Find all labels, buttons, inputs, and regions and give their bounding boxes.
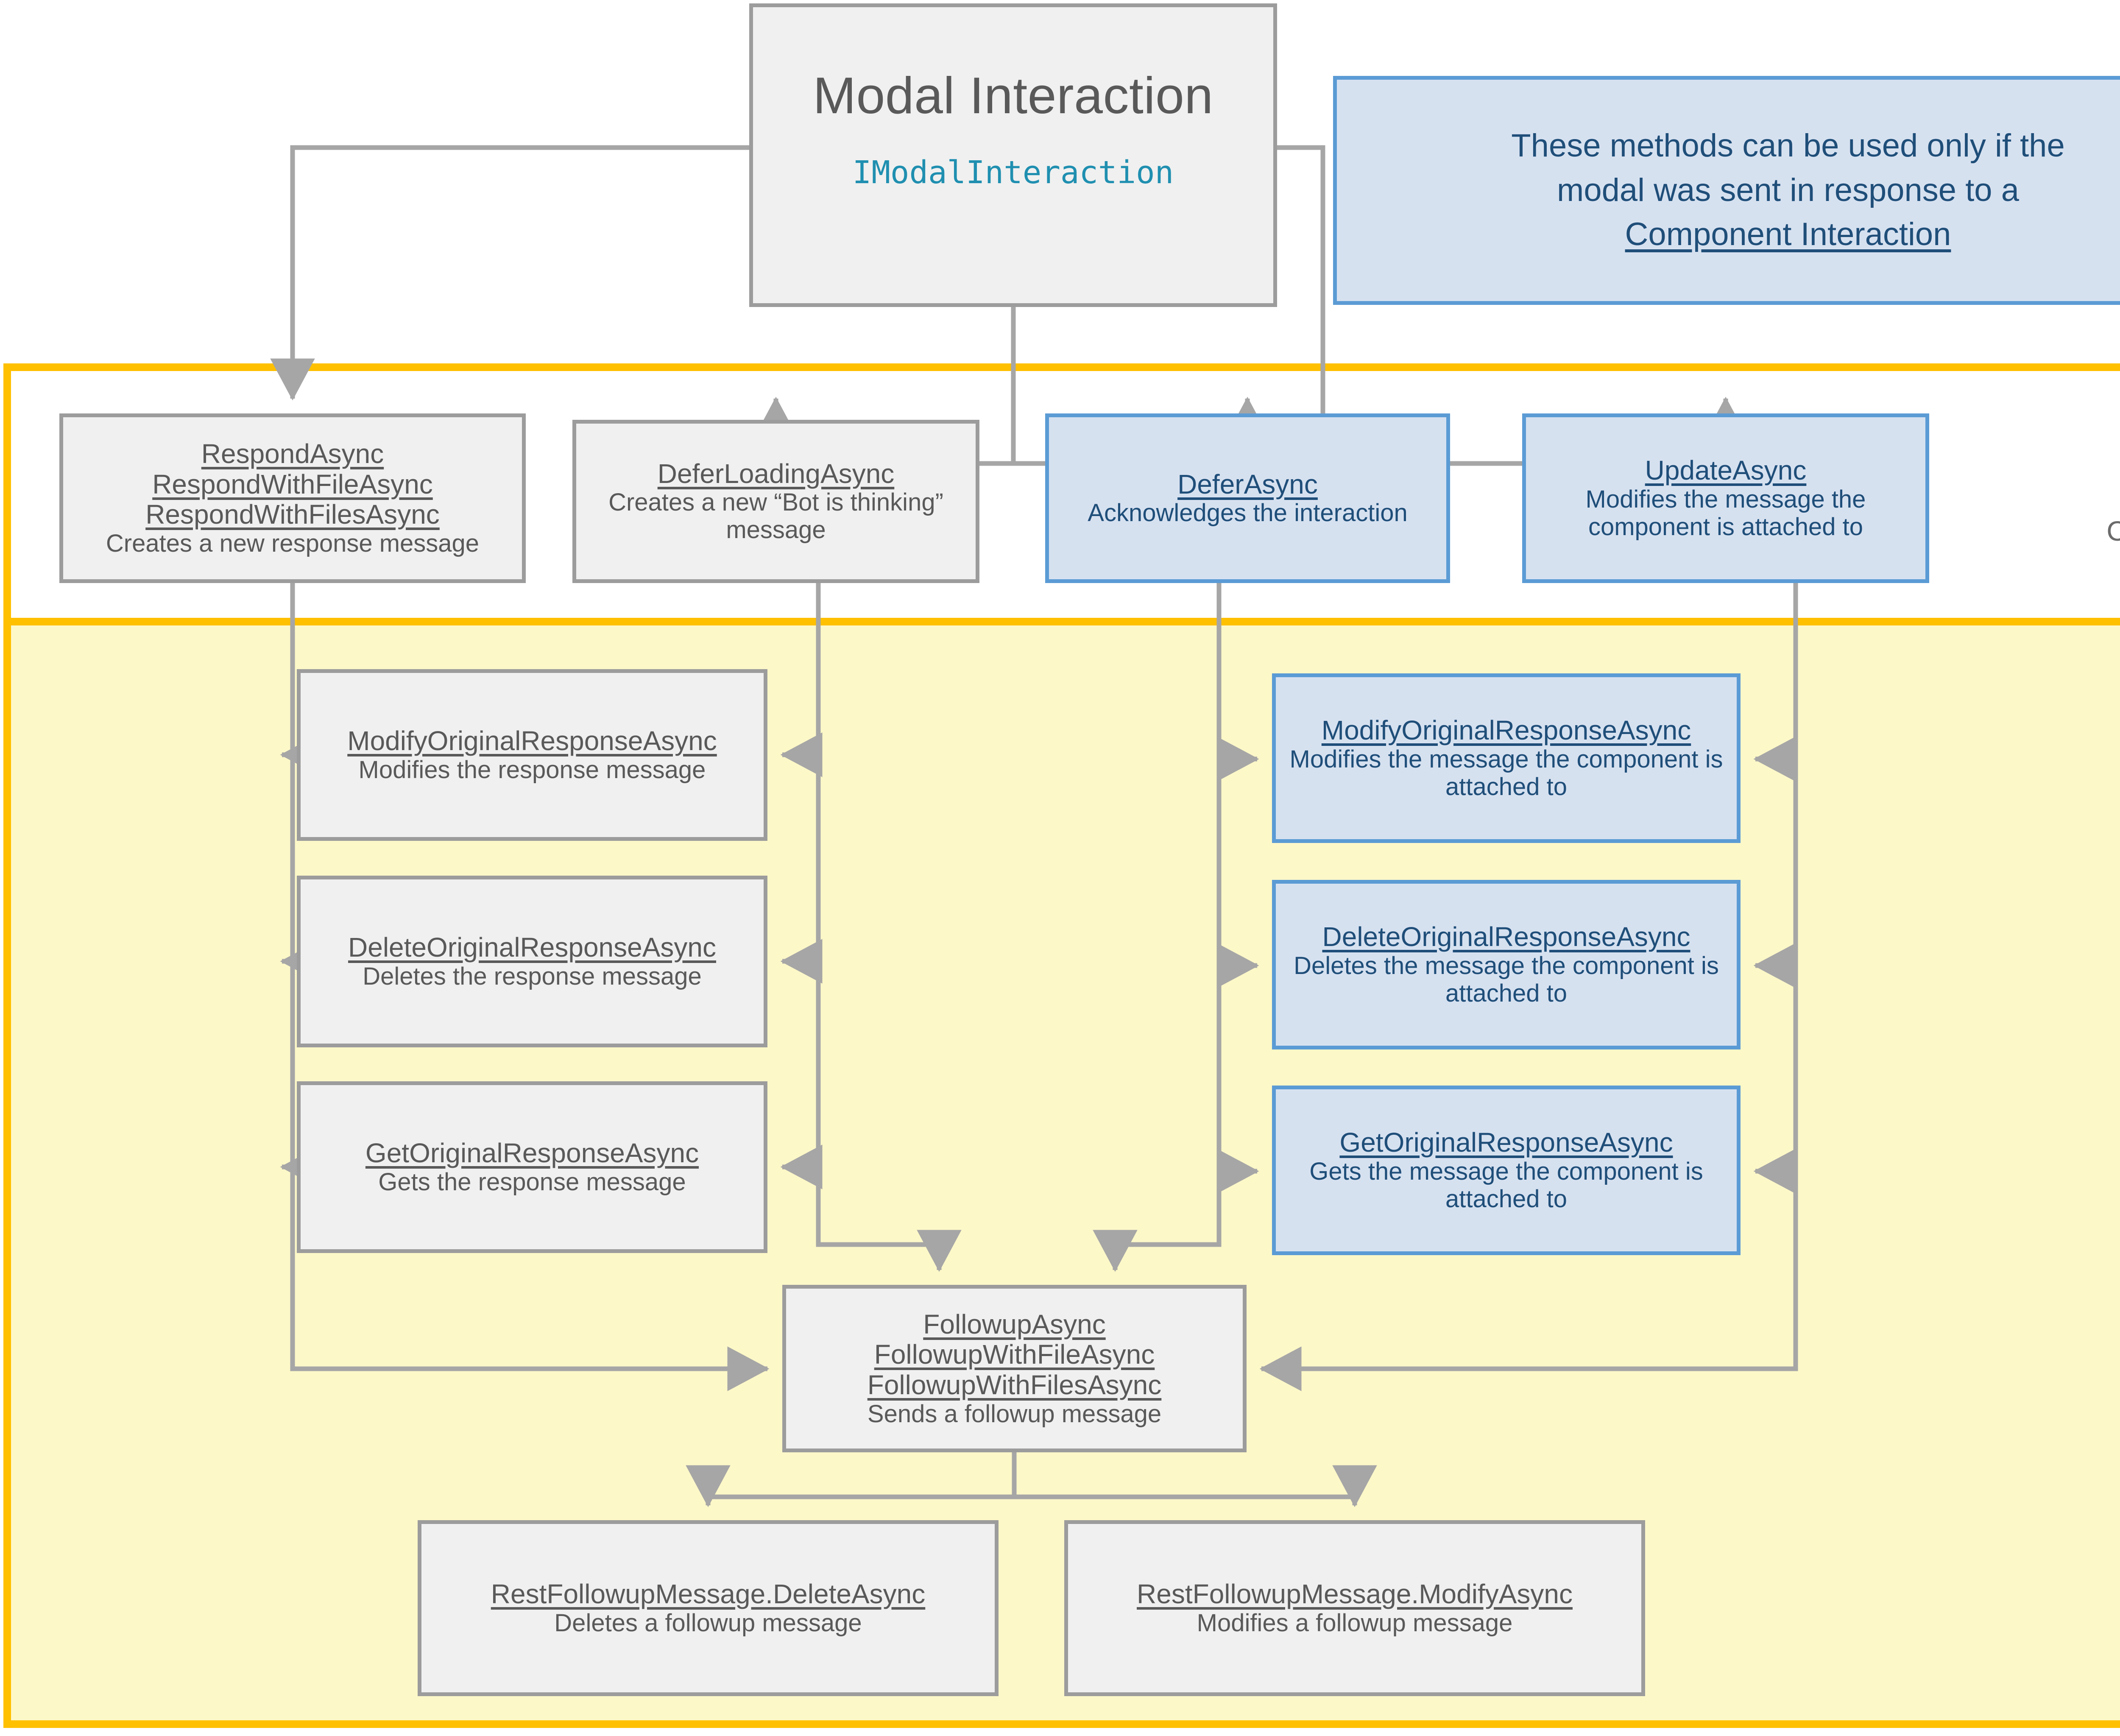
info-line-1: These methods can be used only if the (1511, 127, 2065, 164)
root-node-modal-interaction[interactable]: Modal Interaction IModalInteraction (749, 3, 1277, 307)
edge-followup-to-rest-delete (686, 1452, 1017, 1507)
edge-deferloading-to-modify-left (780, 583, 823, 777)
node-get-original-response-async-right[interactable]: GetOriginalResponseAsync Gets the messag… (1272, 1086, 1741, 1255)
node-title: DeferAsync (1177, 469, 1318, 500)
edge-root-to-respond (270, 145, 749, 401)
connector-group-right (1093, 583, 1798, 1391)
node-defer-loading-async[interactable]: DeferLoadingAsync Creates a new “Bot is … (572, 420, 979, 583)
node-title: FollowupWithFileAsync (874, 1339, 1155, 1370)
connector-group-left (280, 583, 962, 1391)
node-description: Acknowledges the interaction (1088, 499, 1408, 527)
node-title: GetOriginalResponseAsync (365, 1138, 699, 1169)
node-title: DeleteOriginalResponseAsync (1322, 921, 1690, 952)
edge-update-to-followup (1259, 583, 1798, 1391)
node-title: RespondAsync (201, 438, 384, 469)
node-description: Modifies the message the component is at… (1289, 745, 1723, 801)
edge-deferloading-to-delete-left (780, 583, 823, 984)
legend-followup-heading: Followup methods (1967, 670, 2120, 710)
node-respond-async[interactable]: RespondAsync RespondWithFileAsync Respon… (59, 413, 526, 583)
legend-initial-response: Initial Response methods Has to be execu… (1967, 405, 2120, 549)
node-delete-original-response-async-left[interactable]: DeleteOriginalResponseAsync Deletes the … (297, 876, 767, 1047)
edge-defer-to-modify-right (1216, 583, 1259, 781)
legend-followup-note-2: interaction token’s lifetime (1967, 814, 2120, 848)
edge-update-to-delete-right (1753, 583, 1798, 988)
node-update-async[interactable]: UpdateAsync Modifies the message the com… (1522, 413, 1929, 583)
edge-deferloading-to-followup (816, 583, 962, 1272)
node-description: Deletes a followup message (554, 1609, 862, 1637)
node-title: GetOriginalResponseAsync (1339, 1127, 1673, 1158)
connector-group-bottom (686, 1452, 1377, 1507)
node-title: DeferLoadingAsync (657, 458, 895, 489)
edge-update-to-modify-right (1753, 583, 1798, 781)
node-title: FollowupAsync (923, 1309, 1106, 1340)
component-interaction-link[interactable]: Component Interaction (1625, 216, 1951, 253)
edge-respond-to-followup (290, 583, 770, 1391)
info-callout-component-interaction: These methods can be used only if the mo… (1333, 76, 2120, 305)
legend-followup-note-1: Can be used multiple times during (1967, 779, 2120, 814)
node-description: Creates a new response message (106, 530, 480, 558)
node-description: Sends a followup message (867, 1400, 1162, 1428)
node-modify-original-response-async-left[interactable]: ModifyOriginalResponseAsync Modifies the… (297, 669, 767, 841)
node-description: Creates a new “Bot is thinking” message (608, 488, 943, 544)
node-description: Modifies the response message (358, 756, 706, 784)
edge-update-to-get-right (1753, 583, 1798, 1194)
node-description: Modifies a followup message (1197, 1609, 1513, 1637)
legend-initial-sub-2: after receiving the interaction (1967, 479, 2120, 514)
node-title: ModifyOriginalResponseAsync (1321, 715, 1691, 746)
node-title: UpdateAsync (1645, 455, 1807, 486)
legend-initial-sub-1: Has to be executed in 3 seconds (1967, 445, 2120, 480)
node-description: Deletes the message the component is att… (1294, 952, 1719, 1007)
legend-initial-note: Can be used only ones per interaction (2106, 515, 2120, 547)
node-title: DeleteOriginalResponseAsync (348, 932, 716, 963)
node-title: ModifyOriginalResponseAsync (347, 726, 717, 756)
info-line-2: modal was sent in response to a (1557, 172, 2019, 208)
node-rest-followup-message-delete-async[interactable]: RestFollowupMessage.DeleteAsync Deletes … (418, 1520, 999, 1696)
edge-deferloading-to-get-left (780, 583, 823, 1189)
node-rest-followup-message-modify-async[interactable]: RestFollowupMessage.ModifyAsync Modifies… (1064, 1520, 1645, 1696)
node-title: RespondWithFileAsync (152, 469, 433, 500)
node-modify-original-response-async-right[interactable]: ModifyOriginalResponseAsync Modifies the… (1272, 673, 1741, 843)
node-description: Gets the response message (378, 1168, 686, 1196)
node-title: RestFollowupMessage.DeleteAsync (491, 1579, 926, 1610)
root-title: Modal Interaction (813, 67, 1213, 124)
legend-followup-sub-1: Can be used in 15 minutes (1967, 710, 2120, 745)
edge-defer-to-delete-right (1216, 583, 1259, 988)
edge-defer-to-followup (1093, 583, 1222, 1272)
node-title: RespondWithFilesAsync (145, 499, 440, 530)
node-title: RestFollowupMessage.ModifyAsync (1137, 1579, 1573, 1610)
node-get-original-response-async-left[interactable]: GetOriginalResponseAsync Gets the respon… (297, 1081, 767, 1253)
node-description: Modifies the message the component is at… (1585, 485, 1866, 541)
legend-initial-heading: Initial Response methods (1967, 405, 2120, 445)
edge-followup-to-rest-modify (1012, 1452, 1377, 1507)
edge-defer-to-get-right (1216, 583, 1259, 1194)
node-description: Gets the message the component is attach… (1309, 1157, 1703, 1213)
node-followup-async[interactable]: FollowupAsync FollowupWithFileAsync Foll… (782, 1285, 1247, 1452)
root-interface-name: IModalInteraction (852, 154, 1174, 191)
node-defer-async[interactable]: DeferAsync Acknowledges the interaction (1045, 413, 1450, 583)
legend-followup-sub-2: after sending an initial response (1967, 744, 2120, 779)
node-description: Deletes the response message (363, 962, 702, 990)
node-delete-original-response-async-right[interactable]: DeleteOriginalResponseAsync Deletes the … (1272, 880, 1741, 1049)
node-title: FollowupWithFilesAsync (867, 1369, 1162, 1400)
legend-followup: Followup methods Can be used in 15 minut… (1967, 670, 2120, 848)
